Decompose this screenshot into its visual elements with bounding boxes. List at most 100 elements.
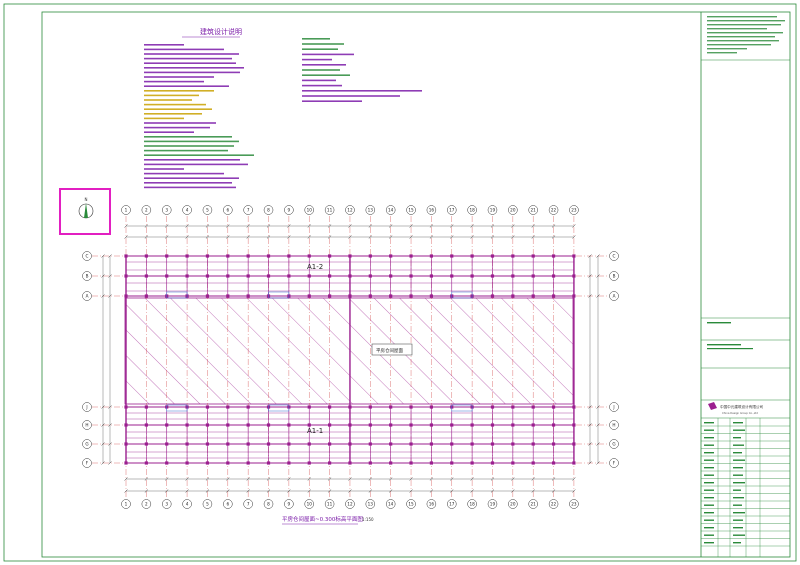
row-axis-label: J (85, 405, 87, 410)
column-marker (307, 423, 311, 427)
column-marker (226, 461, 230, 465)
dimension-tick (572, 235, 576, 239)
column-marker (470, 461, 474, 465)
dimension-tick (185, 477, 189, 481)
notes-right-column (302, 38, 422, 102)
column-marker (185, 254, 189, 258)
column-axis-label: 9 (288, 502, 291, 507)
row-axis-bubble (82, 271, 92, 281)
column-marker (266, 274, 271, 278)
column-axis-label: 20 (510, 208, 516, 213)
column-marker (531, 423, 535, 427)
column-axis-label: 18 (469, 208, 475, 213)
row-axis-label: F (613, 461, 616, 466)
title-block: 中国中元建筑设计有限公司 China Design Group Co.,Ltd (700, 12, 790, 557)
column-marker (531, 405, 535, 409)
dimension-tick (101, 254, 105, 258)
column-marker (205, 254, 210, 258)
dimension-tick (470, 224, 474, 228)
note-line (144, 172, 224, 175)
dimension-tick (165, 477, 169, 481)
column-marker (389, 254, 393, 258)
column-axis-bubble (202, 205, 213, 215)
dimension-tick (144, 224, 149, 228)
note-line (144, 103, 206, 106)
column-marker (470, 254, 474, 258)
column-marker (409, 423, 413, 427)
row-axis-label: B (613, 274, 616, 279)
highlight-box (59, 188, 111, 235)
column-axis-bubble (447, 499, 457, 509)
dimension-tick (572, 477, 576, 481)
row-axis-label: H (612, 423, 615, 428)
column-marker (450, 461, 454, 465)
dimension-ticks (101, 224, 600, 493)
dimension-tick (108, 423, 112, 427)
tb-cell-text (733, 482, 745, 484)
column-axis-bubble (365, 499, 376, 509)
note-line (302, 84, 342, 87)
tb-cell-text (733, 504, 742, 506)
dimension-tick (266, 477, 271, 481)
column-marker (165, 442, 169, 446)
company-name-en: China Design Group Co.,Ltd (722, 411, 758, 415)
column-marker (144, 442, 148, 446)
column-axis-label: 5 (206, 208, 209, 213)
column-axis-label: 13 (368, 208, 374, 213)
column-axis-bubble (182, 205, 192, 215)
row-axis-bubble (609, 271, 619, 281)
tb-note-line (707, 348, 753, 350)
tb-note-line (707, 32, 783, 34)
column-marker (266, 442, 271, 446)
dimension-tick (389, 224, 393, 228)
note-line (302, 74, 350, 76)
dimension-tick (287, 224, 291, 228)
tb-cell-text (704, 489, 714, 491)
tb-cell-text (733, 489, 741, 491)
column-marker (551, 442, 556, 446)
tb-cell-text (733, 542, 741, 544)
column-marker (429, 442, 433, 446)
column-marker (551, 294, 556, 298)
notes-title: 建筑设计说明 (200, 27, 242, 36)
column-marker (511, 405, 515, 409)
column-marker (328, 461, 332, 465)
tb-note-line (707, 44, 771, 46)
note-line (144, 62, 236, 64)
column-axis-bubble (304, 205, 314, 215)
column-marker (450, 274, 454, 278)
dimension-tick (531, 477, 535, 481)
floor-plan: 1122334455667788991010111112121313141415… (82, 205, 619, 525)
column-marker (490, 294, 495, 298)
tb-cell-text (733, 519, 743, 521)
column-marker (144, 405, 148, 409)
row-axis-label: C (613, 254, 616, 259)
column-axis-bubble (263, 499, 274, 509)
note-line (144, 99, 192, 101)
dimension-tick (205, 477, 210, 481)
column-axis-bubble (406, 499, 416, 509)
dimension-tick (246, 489, 250, 493)
row-axis-bubble (609, 251, 619, 261)
column-marker (531, 254, 535, 258)
column-marker (144, 461, 148, 465)
row-axis-label: A (613, 294, 616, 299)
column-marker (328, 442, 332, 446)
column-marker (429, 294, 433, 298)
column-axis-label: 19 (490, 208, 496, 213)
column-axis-bubble (223, 499, 233, 509)
column-axis-bubble (385, 205, 396, 215)
column-marker (287, 254, 291, 258)
column-axis-bubble (528, 205, 538, 215)
tb-note-line (707, 322, 731, 324)
column-axis-bubble (426, 499, 437, 509)
column-marker (287, 461, 291, 465)
dimension-tick (185, 489, 189, 493)
column-marker (287, 442, 291, 446)
column-marker (307, 442, 311, 446)
column-axis-bubble (508, 205, 518, 215)
dimension-tick (429, 235, 434, 239)
zone-label-south: A1-1 (307, 427, 323, 435)
column-axis-bubble (121, 499, 131, 509)
